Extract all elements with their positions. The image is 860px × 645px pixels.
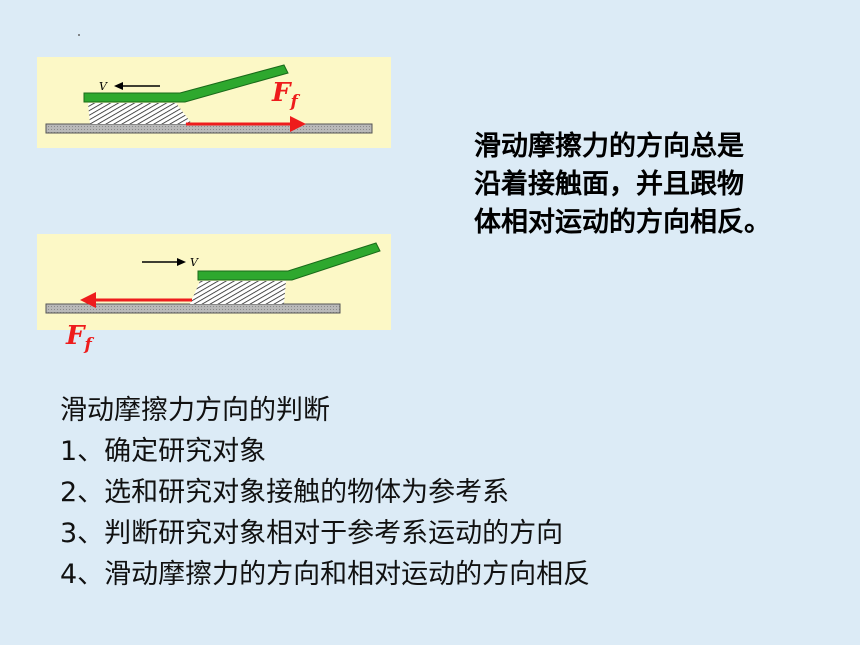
ground-surface bbox=[45, 303, 341, 314]
friction-arrow-left bbox=[80, 292, 96, 308]
velocity-arrow-right bbox=[177, 258, 186, 266]
steps-heading: 滑动摩擦力方向的判断 bbox=[60, 395, 330, 426]
brush-handle bbox=[197, 242, 381, 281]
step-item: 3、判断研究对象相对于参考系运动的方向 bbox=[60, 518, 564, 549]
friction-label-top: Ff bbox=[271, 78, 300, 112]
brush-bristles bbox=[88, 103, 192, 124]
friction-direction-statement: 滑动摩擦力的方向总是 沿着接触面，并且跟物 体相对运动的方向相反。 bbox=[474, 128, 854, 242]
judgment-steps: 滑动摩擦力方向的判断 1、确定研究对象 2、选和研究对象接触的物体为参考系 3、… bbox=[60, 390, 840, 595]
friction-arrow-right bbox=[290, 116, 306, 132]
step-item: 2、选和研究对象接触的物体为参考系 bbox=[60, 477, 510, 508]
velocity-label-bottom: V bbox=[190, 256, 199, 269]
brush-bristles bbox=[190, 281, 286, 304]
friction-label-bottom: Ff bbox=[65, 321, 94, 355]
step-item: 4、滑动摩擦力的方向和相对运动的方向相反 bbox=[60, 559, 591, 590]
step-item: 1、确定研究对象 bbox=[60, 436, 267, 467]
statement-line: 体相对运动的方向相反。 bbox=[474, 207, 771, 238]
stray-dot bbox=[78, 34, 80, 36]
statement-line: 沿着接触面，并且跟物 bbox=[474, 169, 744, 200]
brush-handle bbox=[83, 64, 289, 103]
velocity-arrow-left bbox=[114, 82, 123, 90]
velocity-label-top: V bbox=[99, 80, 108, 93]
statement-line: 滑动摩擦力的方向总是 bbox=[474, 131, 744, 162]
